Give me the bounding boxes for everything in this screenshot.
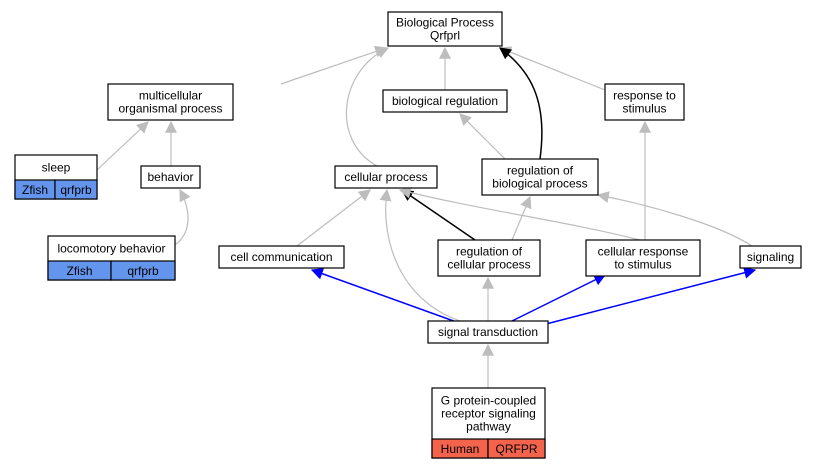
edge-regulation-of-cellular-process-to-cellular-process <box>401 189 476 241</box>
node-box <box>387 11 503 47</box>
node-label-line: cell communication <box>230 250 332 264</box>
species-label: Zfish <box>66 264 92 278</box>
species-label: Human <box>441 442 480 456</box>
edge-signal-transduction-to-cell-communication <box>310 268 463 325</box>
node-label-line: response to <box>613 89 676 103</box>
gene-cell <box>487 438 546 459</box>
node-label-line: cellular process <box>447 258 530 272</box>
edge-response-to-stimulus-to-biological-process <box>498 46 606 91</box>
node-cell-communication[interactable]: cell communication <box>218 245 345 269</box>
node-box <box>585 239 701 277</box>
node-label-line: behavior <box>147 170 193 184</box>
edge-cellular-response-to-stimulus-to-cellular-process <box>398 186 641 241</box>
node-box <box>382 89 508 113</box>
node-box <box>481 158 599 196</box>
gene-label: QRFPR <box>496 442 538 456</box>
node-label-line: signal transduction <box>438 325 538 339</box>
node-label-line: cellular process <box>344 170 427 184</box>
node-box <box>437 239 541 277</box>
node-box <box>218 245 345 269</box>
node-box <box>739 245 802 269</box>
edge-signal-transduction-to-signaling <box>545 266 757 325</box>
edge-multicellular-organismal-process-to-biological-process <box>280 45 388 85</box>
node-box <box>140 165 201 189</box>
edge-cellular-process-to-biological-process <box>345 47 390 167</box>
gene-cell <box>110 260 176 281</box>
edge-locomotory-behavior-to-behavior <box>174 188 191 246</box>
node-label-line: cellular response <box>598 245 689 259</box>
node-box <box>334 165 438 189</box>
node-label-line: regulation of <box>456 245 523 259</box>
node-label-line: biological process <box>492 177 587 191</box>
node-cellular-process[interactable]: cellular process <box>334 165 438 189</box>
edge-regulation-of-cellular-process-to-regulation-of-biological-process <box>511 195 532 241</box>
node-box <box>107 83 234 121</box>
node-label-line: sleep <box>42 161 71 175</box>
node-label-line: pathway <box>466 420 511 434</box>
node-label-line: G protein-coupled <box>441 394 536 408</box>
node-signal-transduction[interactable]: signal transduction <box>427 320 549 344</box>
node-label-line: multicellular <box>139 89 202 103</box>
node-label-line: stimulus <box>622 102 666 116</box>
gene-label: qrfprb <box>60 183 92 197</box>
edges-layer <box>96 45 757 388</box>
node-behavior[interactable]: behavior <box>140 165 201 189</box>
node-box <box>604 83 685 121</box>
node-box <box>427 320 549 344</box>
edge-sleep-to-multicellular-organismal-process <box>96 121 149 171</box>
node-label-line: Qrfprl <box>430 29 460 43</box>
node-label-line: Biological Process <box>396 16 494 30</box>
node-signaling[interactable]: signaling <box>739 245 802 269</box>
node-label-line: receptor signaling <box>441 407 536 421</box>
edge-cell-communication-to-cellular-process <box>296 189 371 247</box>
node-label-line: regulation of <box>507 164 574 178</box>
node-label-line: biological regulation <box>392 94 498 108</box>
node-label-line: locomotory behavior <box>57 242 165 256</box>
species-label: Zfish <box>22 183 48 197</box>
edge-regulation-of-biological-process-to-biological-process <box>499 47 543 160</box>
node-biological-regulation[interactable]: biological regulation <box>382 89 508 113</box>
node-label-line: to stimulus <box>614 258 671 272</box>
node-label-line: organismal process <box>118 102 222 116</box>
edge-signaling-to-regulation-of-biological-process <box>596 191 753 247</box>
edge-regulation-of-biological-process-to-biological-regulation <box>459 113 506 160</box>
edge-signal-transduction-to-cellular-process <box>379 188 461 322</box>
node-label-line: signaling <box>747 250 794 264</box>
gene-cell <box>54 179 98 200</box>
gene-label: qrfprb <box>127 264 159 278</box>
edge-signal-transduction-to-cellular-response-to-stimulus <box>511 274 607 322</box>
